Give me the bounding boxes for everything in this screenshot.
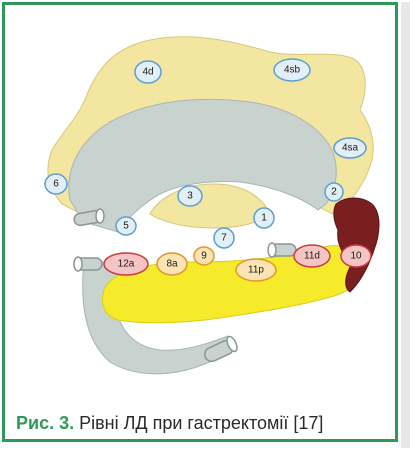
lymph-node-3: 3 <box>178 186 202 206</box>
lymph-node-label: 5 <box>123 221 129 232</box>
lymph-node-6: 6 <box>45 174 67 194</box>
lymph-node-label: 11d <box>304 251 320 262</box>
lymph-node-9: 9 <box>194 247 214 265</box>
lymph-node-4sa: 4sa <box>334 138 366 158</box>
lymph-node-5: 5 <box>116 217 136 235</box>
lymph-node-1: 1 <box>254 208 274 228</box>
lymph-node-11d: 11d <box>294 245 330 267</box>
lymph-node-diagram: 4d 4sb 4sa 6 3 2 5 1 7 12a 8a 9 11p 11d 10 <box>5 5 397 405</box>
lymph-node-4d: 4d <box>135 61 161 83</box>
caption-lead: Рис. 3. <box>16 413 74 433</box>
lymph-node-4sb: 4sb <box>274 59 310 81</box>
lymph-node-label: 2 <box>331 187 337 198</box>
page-edge-strip <box>401 2 410 448</box>
lymph-node-12a: 12a <box>104 253 148 275</box>
lymph-node-label: 7 <box>221 233 227 244</box>
lymph-node-label: 1 <box>261 213 267 224</box>
lymph-node-label: 11p <box>248 265 264 276</box>
lymph-node-label: 4d <box>142 67 153 78</box>
lymph-node-label: 9 <box>201 251 207 262</box>
lymph-node-label: 3 <box>187 191 193 202</box>
lymph-node-label: 4sb <box>284 65 301 76</box>
figure-caption: Рис. 3. Рівні ЛД при гастректомії [17] <box>16 413 396 434</box>
lymph-node-label: 12a <box>118 259 135 270</box>
lymph-node-label: 4sa <box>342 143 359 154</box>
lymph-node-label: 6 <box>53 179 59 190</box>
lymph-node-10: 10 <box>341 245 371 267</box>
lymph-node-2: 2 <box>325 183 343 201</box>
lymph-node-11p: 11p <box>236 259 276 281</box>
lymph-node-8a: 8a <box>157 253 187 275</box>
caption-text: Рівні ЛД при гастректомії [17] <box>74 413 323 433</box>
lymph-node-label: 10 <box>350 251 362 262</box>
lymph-node-label: 8a <box>166 259 178 270</box>
lymph-node-7: 7 <box>214 228 234 248</box>
